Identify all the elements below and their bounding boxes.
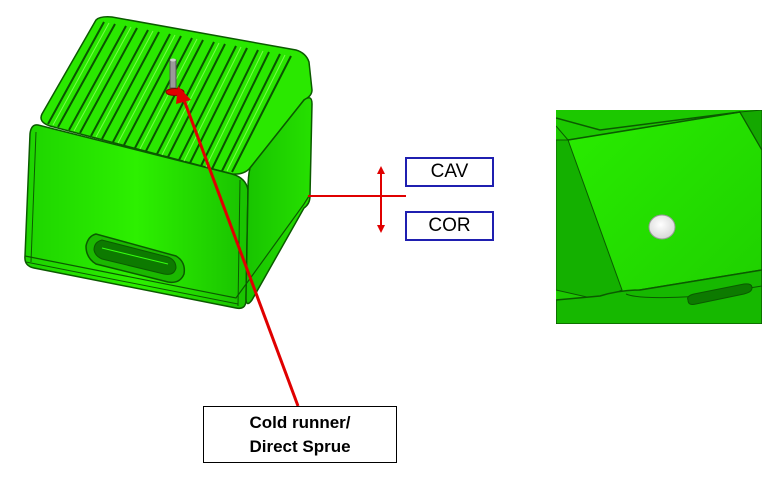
parting-line-indicator xyxy=(308,166,406,233)
molded-box-part xyxy=(24,16,313,310)
gate-mark xyxy=(648,214,676,240)
sprue-callout-box: Cold runner/ Direct Sprue xyxy=(203,406,397,463)
box-front-face xyxy=(24,124,249,310)
callout-leader-line xyxy=(182,99,300,407)
box-right-face xyxy=(245,97,313,305)
handle-slot xyxy=(85,233,186,284)
arrow-down-icon xyxy=(377,225,385,233)
callout-line-2: Direct Sprue xyxy=(249,437,351,456)
cav-label: CAV xyxy=(405,157,494,187)
box-bottom-lip xyxy=(24,195,310,299)
callout-line-1: Cold runner/ xyxy=(249,413,351,432)
arrow-up-icon xyxy=(377,166,385,174)
cor-label: COR xyxy=(405,211,494,241)
gate-detail-inset xyxy=(556,110,762,324)
callout-arrowhead-icon xyxy=(176,86,191,104)
